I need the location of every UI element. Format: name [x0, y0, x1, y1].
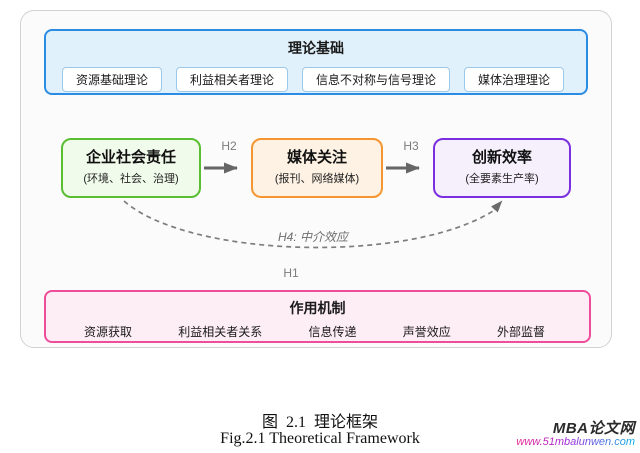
figure-caption-zh: 图 2.1 理论框架: [261, 414, 378, 431]
diagram-frame: 理论基础 资源基础理论 利益相关者理论 信息不对称与信号理论 媒体治理理论: [20, 10, 612, 348]
theory-section-title: 理论基础: [288, 40, 344, 56]
theory-item-stakeholder: 利益相关者理论: [176, 67, 289, 92]
h2-label: H2: [221, 139, 237, 153]
h3-label: H3: [403, 139, 419, 153]
csr-box-title: 企业社会责任: [85, 148, 176, 166]
media-attention-box: 媒体关注 (报刊、网络媒体): [251, 138, 383, 198]
innovation-box: 创新效率 (全要素生产率): [433, 138, 571, 198]
theory-item-information-asymmetry: 信息不对称与信号理论: [302, 67, 451, 92]
h1-label: H1: [283, 266, 299, 280]
h4-mediation-label: H4: 中介效应: [277, 230, 348, 244]
theory-item-resource-based: 资源基础理论: [62, 67, 163, 92]
mechanism-items-row: 资源获取 利益相关者关系 信息传递 声誉效应 外部监督: [46, 318, 589, 340]
mechanism-item-external-supervision: 外部监督: [496, 325, 545, 339]
theory-items-row: 资源基础理论 利益相关者理论 信息不对称与信号理论 媒体治理理论: [62, 67, 586, 92]
media-box-subtitle: (报刊、网络媒体): [274, 173, 360, 186]
mechanism-section: 作用机制 资源获取 利益相关者关系 信息传递 声誉效应 外部监督: [44, 290, 591, 343]
watermark-site-name: MBA论文网: [552, 420, 635, 437]
innovation-box-title: 创新效率: [471, 148, 532, 166]
theory-item-media-governance: 媒体治理理论: [464, 67, 565, 92]
media-box-title: 媒体关注: [286, 148, 347, 166]
watermark-url: www.51mbalunwen.com: [516, 436, 635, 448]
innovation-box-subtitle: (全要素生产率): [465, 173, 539, 186]
csr-box: 企业社会责任 (环境、社会、治理): [61, 138, 201, 198]
mechanism-item-reputation-effect: 声誉效应: [402, 325, 451, 339]
figure-caption-en: Fig.2.1 Theoretical Framework: [220, 430, 420, 447]
mechanism-item-information-transfer: 信息传递: [308, 325, 357, 339]
theory-foundation-section: 理论基础 资源基础理论 利益相关者理论 信息不对称与信号理论 媒体治理理论: [44, 29, 588, 95]
mechanism-section-title: 作用机制: [289, 300, 346, 316]
mechanism-item-stakeholder-relations: 利益相关者关系: [178, 325, 263, 339]
csr-box-subtitle: (环境、社会、治理): [83, 173, 179, 186]
mechanism-item-resource-acquisition: 资源获取: [84, 325, 133, 339]
